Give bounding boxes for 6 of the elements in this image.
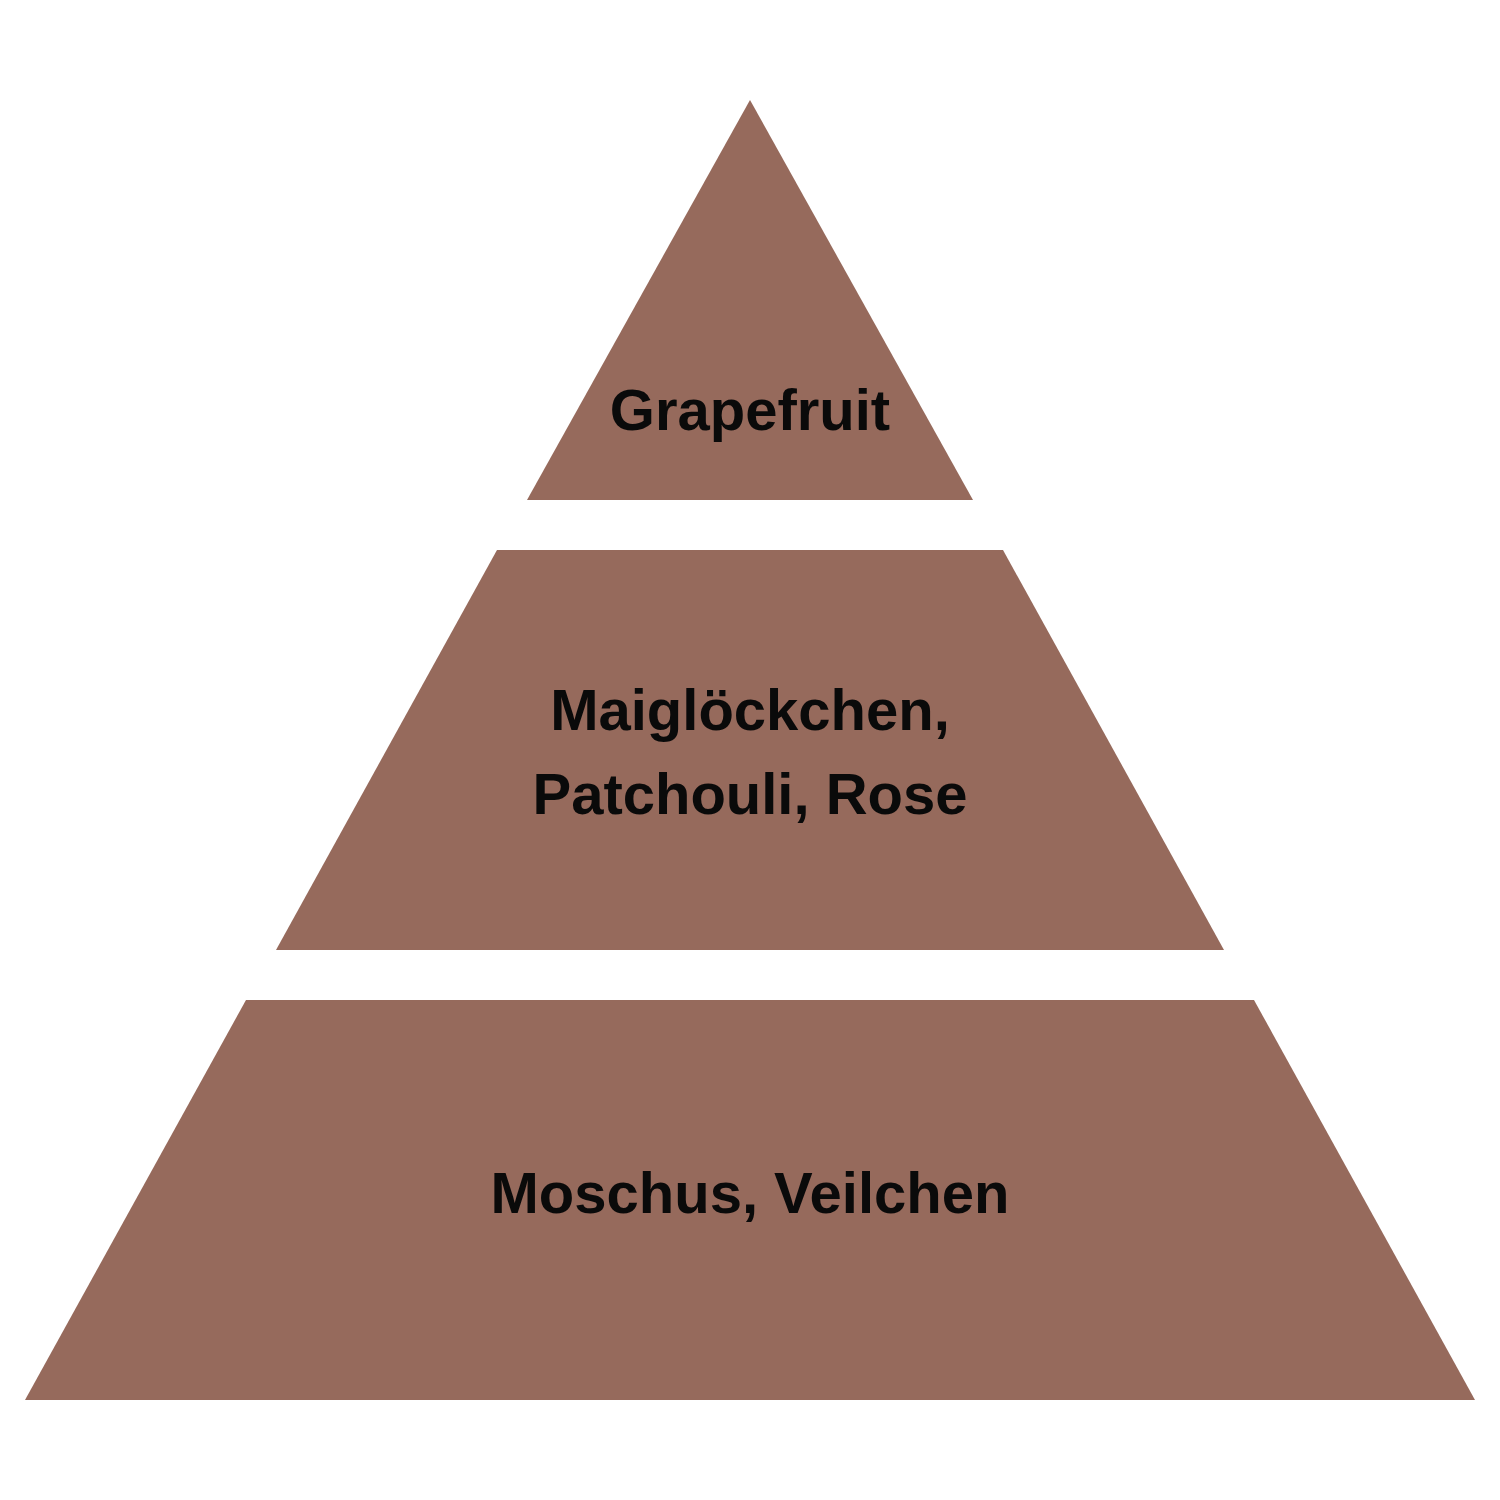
pyramid-base-tier xyxy=(25,1000,1475,1400)
pyramid-top-triangle xyxy=(527,100,973,500)
pyramid-middle-tier xyxy=(276,550,1224,950)
tier-label: Maiglöckchen, Patchouli, Rose xyxy=(531,675,969,828)
tier-label: Moschus, Veilchen xyxy=(490,1158,1010,1227)
tier-label: Grapefruit xyxy=(609,375,891,444)
